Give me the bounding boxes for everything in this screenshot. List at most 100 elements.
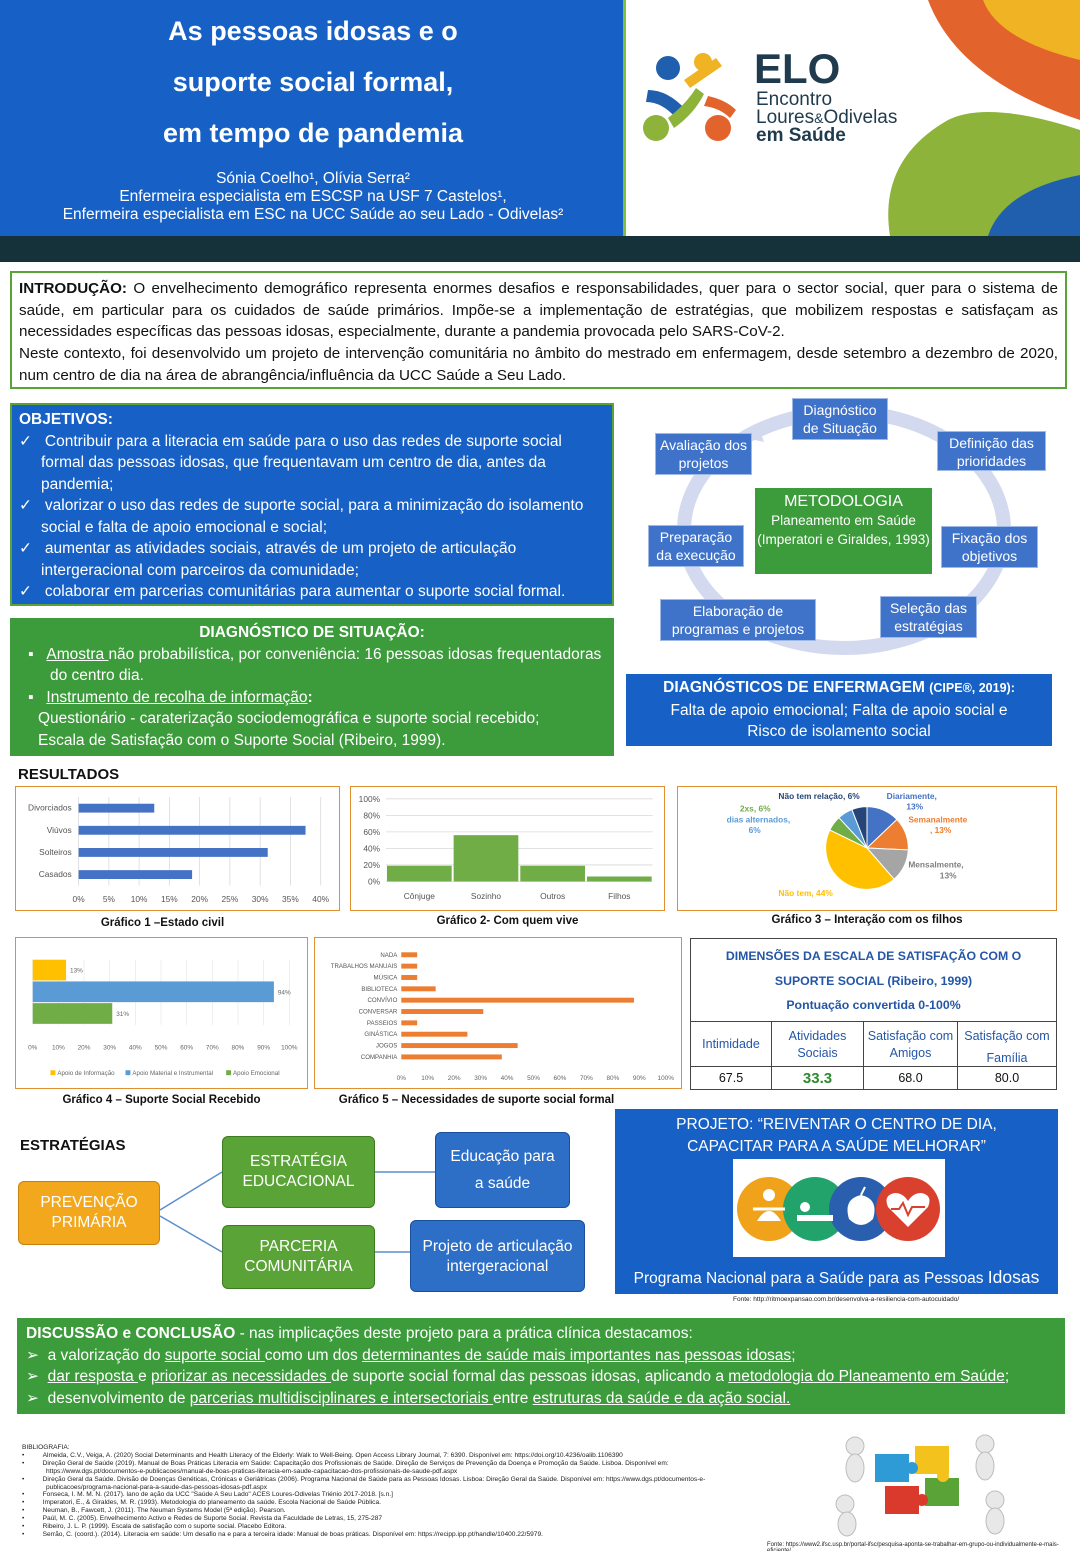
nursing-diagnosis-line-2: Risco de isolamento social <box>747 723 931 740</box>
step-preparacao: Preparação da execução <box>648 525 744 567</box>
category-label: COMPANHIA <box>361 1054 398 1061</box>
title-line: em tempo de pandemia <box>162 118 464 148</box>
check-icon: ✓ <box>19 497 45 514</box>
category-label: Casados <box>39 869 72 879</box>
authors: Sónia Coelho¹, Olívia Serra² <box>216 170 410 187</box>
pie-label: Semanalmente, 13% <box>908 814 967 835</box>
prevencao-primaria-box: PREVENÇÃO PRIMÁRIA <box>18 1181 160 1245</box>
chart-interacao-filhos: Diariamente,13%Semanalmente, 13% Mensalme… <box>677 786 1057 911</box>
category-label: GINÁSTICA <box>364 1031 398 1038</box>
data-label: 13% <box>70 968 83 975</box>
table-title-line: DIMENSÕES DA ESCALA DE SATISFAÇÃO COM O <box>725 949 1022 963</box>
bar <box>401 1043 518 1049</box>
tick-label: 35% <box>282 894 299 904</box>
chart-1-caption: Gráfico 1 –Estado civil <box>100 917 225 929</box>
projeto-title-1: PROJETO: “REIVENTAR O CENTRO DE DIA, <box>676 1116 997 1133</box>
tick-label: 50% <box>527 1075 540 1082</box>
projeto-title-2: CAPACITAR PARA A SAÚDE MELHORAR” <box>687 1137 986 1155</box>
category-label: CONVERSAR <box>359 1008 398 1015</box>
diagnosis-item: ▪ Instrumento de recolha de informação: <box>28 688 313 706</box>
poster-title: As pessoas idosas e o suporte social for… <box>0 6 626 159</box>
pie-label: Diariamente,13% <box>887 791 937 812</box>
category-label: Solteiros <box>39 847 72 857</box>
arrow-bullet-icon: ➢ <box>26 1389 48 1407</box>
tick-label: 20% <box>363 860 380 870</box>
category-label: Sozinho <box>471 891 502 901</box>
tick-label: 100% <box>281 1045 298 1052</box>
tick-label: 0% <box>397 1075 407 1082</box>
bar <box>401 963 418 969</box>
tick-label: 80% <box>606 1075 619 1082</box>
legend-entry: Apoio Material e Instrumental <box>132 1070 213 1077</box>
tick-label: 80% <box>232 1045 245 1052</box>
objective-item: ✓ colaborar em parcerias comunitárias pa… <box>19 583 566 600</box>
bibliography-title: BIBLIOGRAFIA: <box>22 1444 70 1451</box>
results-title: RESULTADOS <box>18 766 120 783</box>
bar <box>78 848 268 857</box>
bar <box>32 959 67 981</box>
bar <box>386 865 452 882</box>
check-icon: ✓ <box>19 432 45 450</box>
tick-label: 40% <box>501 1075 514 1082</box>
bar <box>78 870 193 880</box>
tick-label: 20% <box>448 1075 461 1082</box>
bar <box>32 1003 113 1024</box>
square-bullet-icon: ▪ <box>28 645 47 663</box>
chart-2-caption: Gráfico 2- Com quem vive <box>436 915 579 927</box>
tick-label: 30% <box>252 894 269 904</box>
bibliography-item: • Fonseca, I. M. M. N. (2017). lano de a… <box>22 1491 393 1499</box>
title-line: As pessoas idosas e o <box>168 16 458 46</box>
chart-5-caption: Gráfico 5 – Necessidades de suporte soci… <box>338 1094 615 1106</box>
bar <box>401 975 418 980</box>
category-label: TRABALHOS MANUAIS <box>331 963 398 970</box>
category-label: CONVÍVIO <box>367 997 397 1004</box>
tick-label: 15% <box>161 894 178 904</box>
tick-label: 25% <box>222 894 239 904</box>
square-bullet-icon: ▪ <box>28 688 47 706</box>
projeto-articulacao-box: Projeto de articulação intergeracional <box>410 1220 585 1292</box>
category-label: Filhos <box>608 891 630 901</box>
affiliation-2: Enfermeira especialista em ESC na UCC Sa… <box>62 206 564 223</box>
discussion-item: ➢ a valorização do suporte social como u… <box>26 1346 796 1364</box>
elo-logo: ELO Encontro Loures&Odivelas em Saúde <box>628 0 1080 236</box>
intro-section: INTRODUÇÃO: O envelhecimento demográfico… <box>10 271 1067 389</box>
tick-label: 5% <box>103 894 116 904</box>
tick-label: 40% <box>363 843 380 853</box>
authors-block: Sónia Coelho¹, Olívia Serra² Enfermeira … <box>0 170 626 224</box>
tick-label: 90% <box>257 1045 270 1052</box>
pie-label: 2xs, 6% <box>740 804 771 814</box>
bar <box>401 997 635 1003</box>
pie-label: dias alternados,6% <box>727 814 791 835</box>
category-label: Cônjuge <box>404 891 435 901</box>
parceria-comunitaria-box: PARCERIA COMUNITÁRIA <box>222 1225 375 1289</box>
tick-label: 60% <box>180 1045 193 1052</box>
bar <box>401 952 418 958</box>
bar <box>401 1054 502 1060</box>
pie-label: Mensalmente,13% <box>908 860 963 881</box>
tick-label: 20% <box>78 1045 91 1052</box>
bar <box>401 1031 468 1037</box>
educacao-saude-box: Educação para a saúde <box>435 1132 570 1208</box>
affiliation-1: Enfermeira especialista em ESCSP na USF … <box>119 188 507 205</box>
chart-4-caption: Gráfico 4 – Suporte Social Recebido <box>62 1094 261 1106</box>
tick-label: 50% <box>155 1045 168 1052</box>
satisfaction-table: DIMENSÕES DA ESCALA DE SATISFAÇÃO COM O … <box>690 938 1057 1090</box>
chart-1-svg: 0%5%10%15%20%25%30%35%40%DivorciadosViúv… <box>28 796 330 904</box>
chart-3-svg: Diariamente,13%Semanalmente, 13% Mensalme… <box>727 791 968 898</box>
bar <box>32 981 274 1003</box>
step-prioridades: Definição das prioridades <box>937 431 1046 471</box>
puzzle-teamwork-image <box>815 1426 1030 1538</box>
table-header-cell: Atividades Sociais <box>771 1021 863 1066</box>
logo-line-3: em Saúde <box>756 125 846 146</box>
estrategia-educacional-box: ESTRATÉGIA EDUCACIONAL <box>222 1136 375 1208</box>
tick-label: 30% <box>474 1075 487 1082</box>
discussion-item: ➢ dar resposta e priorizar as necessidad… <box>26 1368 1010 1385</box>
pie-slice <box>851 806 868 849</box>
legend-swatch <box>125 1070 131 1076</box>
nursing-diagnosis-line-1: Falta de apoio emocional; Falta de apoio… <box>670 701 1008 719</box>
bibliography-item: • Imperatori, E., & Giraldes, M. R. (199… <box>22 1499 381 1507</box>
step-objetivos: Fixação dos objetivos <box>941 526 1038 568</box>
table-header-cell: Satisfação com Família <box>957 1021 1056 1066</box>
